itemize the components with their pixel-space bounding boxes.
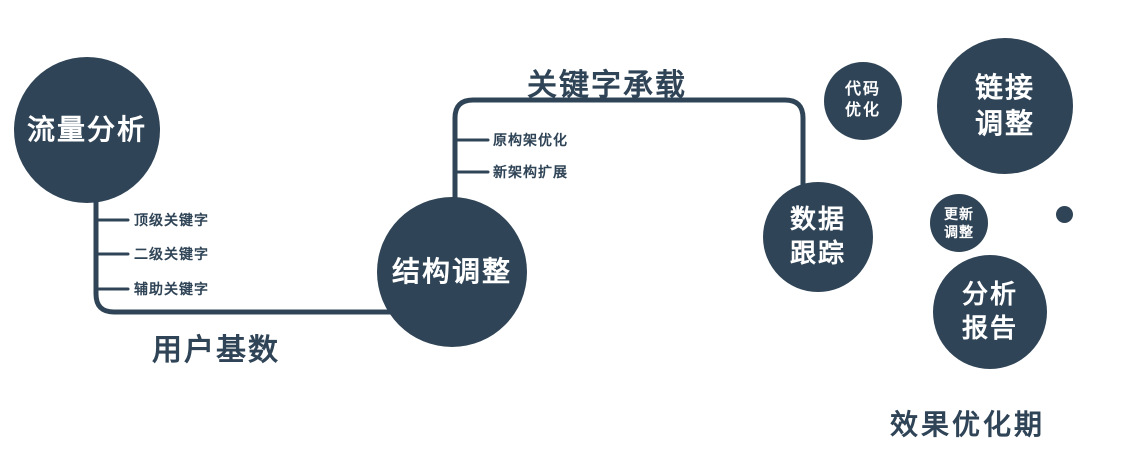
- node-link-adjustment-line1: 链接: [974, 71, 1035, 103]
- node-update-adjustment: 更新 调整: [930, 194, 988, 252]
- branch-label-original-architecture: 原构架优化: [493, 132, 568, 148]
- node-code-optimization-line1: 代码: [844, 81, 881, 99]
- path-label-user-base: 用户基数: [152, 334, 280, 367]
- bullet-dot: [1056, 206, 1073, 223]
- node-traffic-analysis-label: 流量分析: [26, 113, 147, 145]
- node-data-tracking-line1: 数据: [789, 204, 846, 235]
- branch-label-new-architecture: 新架构扩展: [493, 164, 568, 180]
- path-label-keyword-bearing: 关键字承载: [527, 69, 687, 102]
- node-traffic-analysis: 流量分析: [14, 57, 160, 203]
- node-update-adjustment-line2: 调整: [944, 224, 974, 240]
- node-link-adjustment: 链接 调整: [937, 38, 1073, 174]
- branch-label-aux-keyword: 辅助关键字: [134, 281, 209, 297]
- branch-label-top-keyword: 顶级关键字: [134, 212, 209, 228]
- node-analysis-report-line1: 分析: [961, 279, 1018, 310]
- node-structure-adjustment-label: 结构调整: [391, 255, 512, 287]
- caption-effect-optimization: 效果优化期: [890, 409, 1046, 440]
- node-data-tracking-line2: 跟踪: [789, 238, 846, 268]
- node-code-optimization-line2: 优化: [844, 102, 881, 119]
- node-update-adjustment-line1: 更新: [944, 205, 974, 222]
- connector-traffic-to-structure: [93, 147, 418, 315]
- node-analysis-report-line2: 报告: [961, 313, 1018, 343]
- connector-structure-to-tracking: [452, 97, 806, 253]
- node-analysis-report: 分析 报告: [933, 255, 1047, 369]
- node-code-optimization: 代码 优化: [824, 62, 902, 140]
- branch-label-second-keyword: 二级关键字: [134, 246, 209, 262]
- node-data-tracking: 数据 跟踪: [763, 182, 873, 292]
- node-structure-adjustment: 结构调整: [377, 197, 527, 347]
- node-link-adjustment-line2: 调整: [974, 108, 1035, 139]
